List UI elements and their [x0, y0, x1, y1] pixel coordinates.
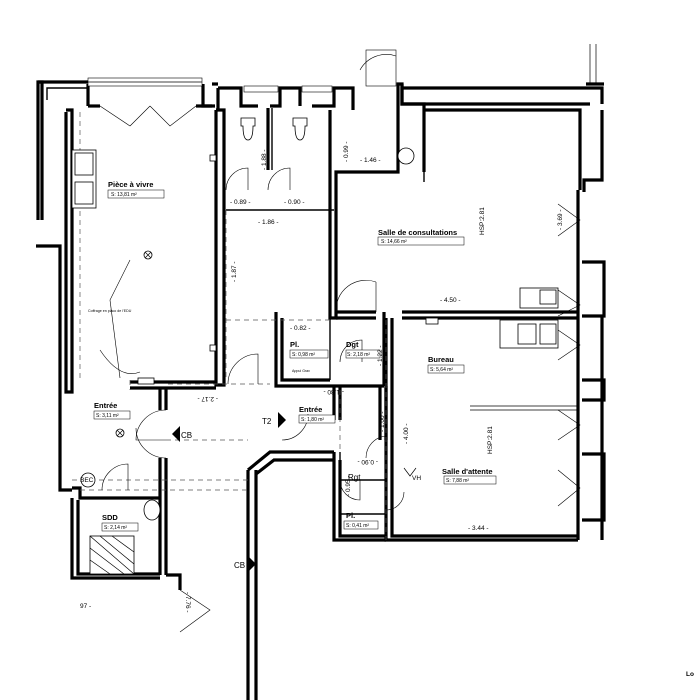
dim-0-82: - 0.82 - [290, 325, 311, 332]
cb-label-2: CB [234, 561, 245, 570]
room-name-salle-consultations: Salle de consultations [378, 228, 457, 237]
dim-4-50: - 4.50 - [440, 297, 461, 304]
t2-label: T2 [262, 417, 272, 426]
t2-marker-arrow [278, 412, 286, 428]
windows [87, 44, 597, 93]
room-area-piece-a-vivre: S: 13,81 m² [111, 192, 137, 198]
room-area-entree-2: S: 1,80 m² [301, 417, 324, 423]
door-swings [99, 54, 581, 633]
room-name-entree-2: Entrée [299, 405, 322, 414]
dim-1-88: - 1.88 - [261, 149, 268, 170]
room-area-entree-1: S: 3,11 m² [96, 413, 119, 419]
room-area-bureau: S: 5,64 m² [430, 367, 453, 373]
room-area-placard-1: S: 0,98 m² [292, 352, 315, 358]
cb-marker-arrow-2 [248, 556, 256, 572]
dim-3-44: - 3.44 - [468, 525, 489, 532]
cb-marker-arrow-1 [172, 426, 180, 442]
fixtures [71, 117, 559, 575]
marker-labels: CB CB T2 BEC Rgt VH Coffrage en placo de… [80, 309, 694, 678]
dim-0-95: - 0.95 - [345, 475, 352, 496]
room-name-entree-1: Entrée [94, 401, 117, 410]
room-name-salle-attente: Salle d'attente [442, 467, 493, 476]
cb-label-1: CB [181, 431, 192, 440]
dimension-labels: - 1.46 - - 0.99 - - 1.88 - - 0.89 - - 0.… [80, 141, 564, 612]
dim-1-86: - 1.86 - [258, 219, 279, 226]
room-labels: Pièce à vivre S: 13,81 m² Salle de consu… [93, 180, 497, 532]
dim-1-46: - 1.46 - [360, 157, 381, 164]
dim-0-90: - 0.90 - [284, 199, 305, 206]
vh-label: VH [412, 475, 421, 482]
dim-3-69: - 3.69 - [557, 209, 564, 230]
room-area-sdd: S: 2,14 m² [104, 525, 127, 531]
appui-note: Appui Grav [292, 369, 310, 373]
markers [172, 412, 417, 572]
coffret-note: Coffrage en placo de l'EDU [88, 309, 132, 313]
room-area-placard-2: S: 0,41 m² [346, 523, 369, 529]
dim-1-87: - 1.87 - [231, 261, 238, 282]
rgt-label: Rgt [348, 473, 361, 482]
dim-0-89: - 0.89 - [230, 199, 251, 206]
dashed-lines [72, 112, 387, 540]
dim-0-90-b: - 0.90 - [357, 458, 378, 465]
dim-7-76: - 7.76 - [184, 592, 191, 613]
dim-4-00: - 4.00 - [403, 423, 410, 444]
toilet-icon-1 [240, 117, 256, 141]
room-name-bureau: Bureau [428, 355, 454, 364]
bec-label: BEC [80, 477, 94, 484]
hsp-salle-attente: HSP:2.81 [487, 426, 494, 454]
edge-text: Lo [686, 671, 694, 678]
room-name-sdd: SDD [102, 513, 118, 522]
dim-1-00: - 1.00 - [379, 411, 386, 432]
dim-1-80: - 1.80 - [323, 388, 344, 395]
walls [36, 80, 606, 700]
room-name-piece-a-vivre: Pièce à vivre [108, 180, 153, 189]
room-name-placard-1: Pl. [290, 340, 299, 349]
room-name-degagement: Dgt [346, 340, 359, 349]
room-area-degagement: S: 2,18 m² [347, 352, 370, 358]
dim-0-99: - 0.99 - [343, 141, 350, 162]
hsp-consultations: HSP:2.81 [479, 207, 486, 235]
room-area-salle-attente: S: 7,88 m² [446, 478, 469, 484]
vh-arrow [403, 467, 417, 477]
dim-2-17: - 2.17 - [197, 395, 218, 402]
room-name-placard-2: Pl. [346, 511, 355, 520]
dim-1-22: - 1.22 - [377, 345, 384, 366]
dim-97: 97 - [80, 603, 91, 610]
toilet-icon-2 [292, 117, 308, 141]
room-area-salle-consultations: S: 14,66 m² [381, 239, 407, 245]
